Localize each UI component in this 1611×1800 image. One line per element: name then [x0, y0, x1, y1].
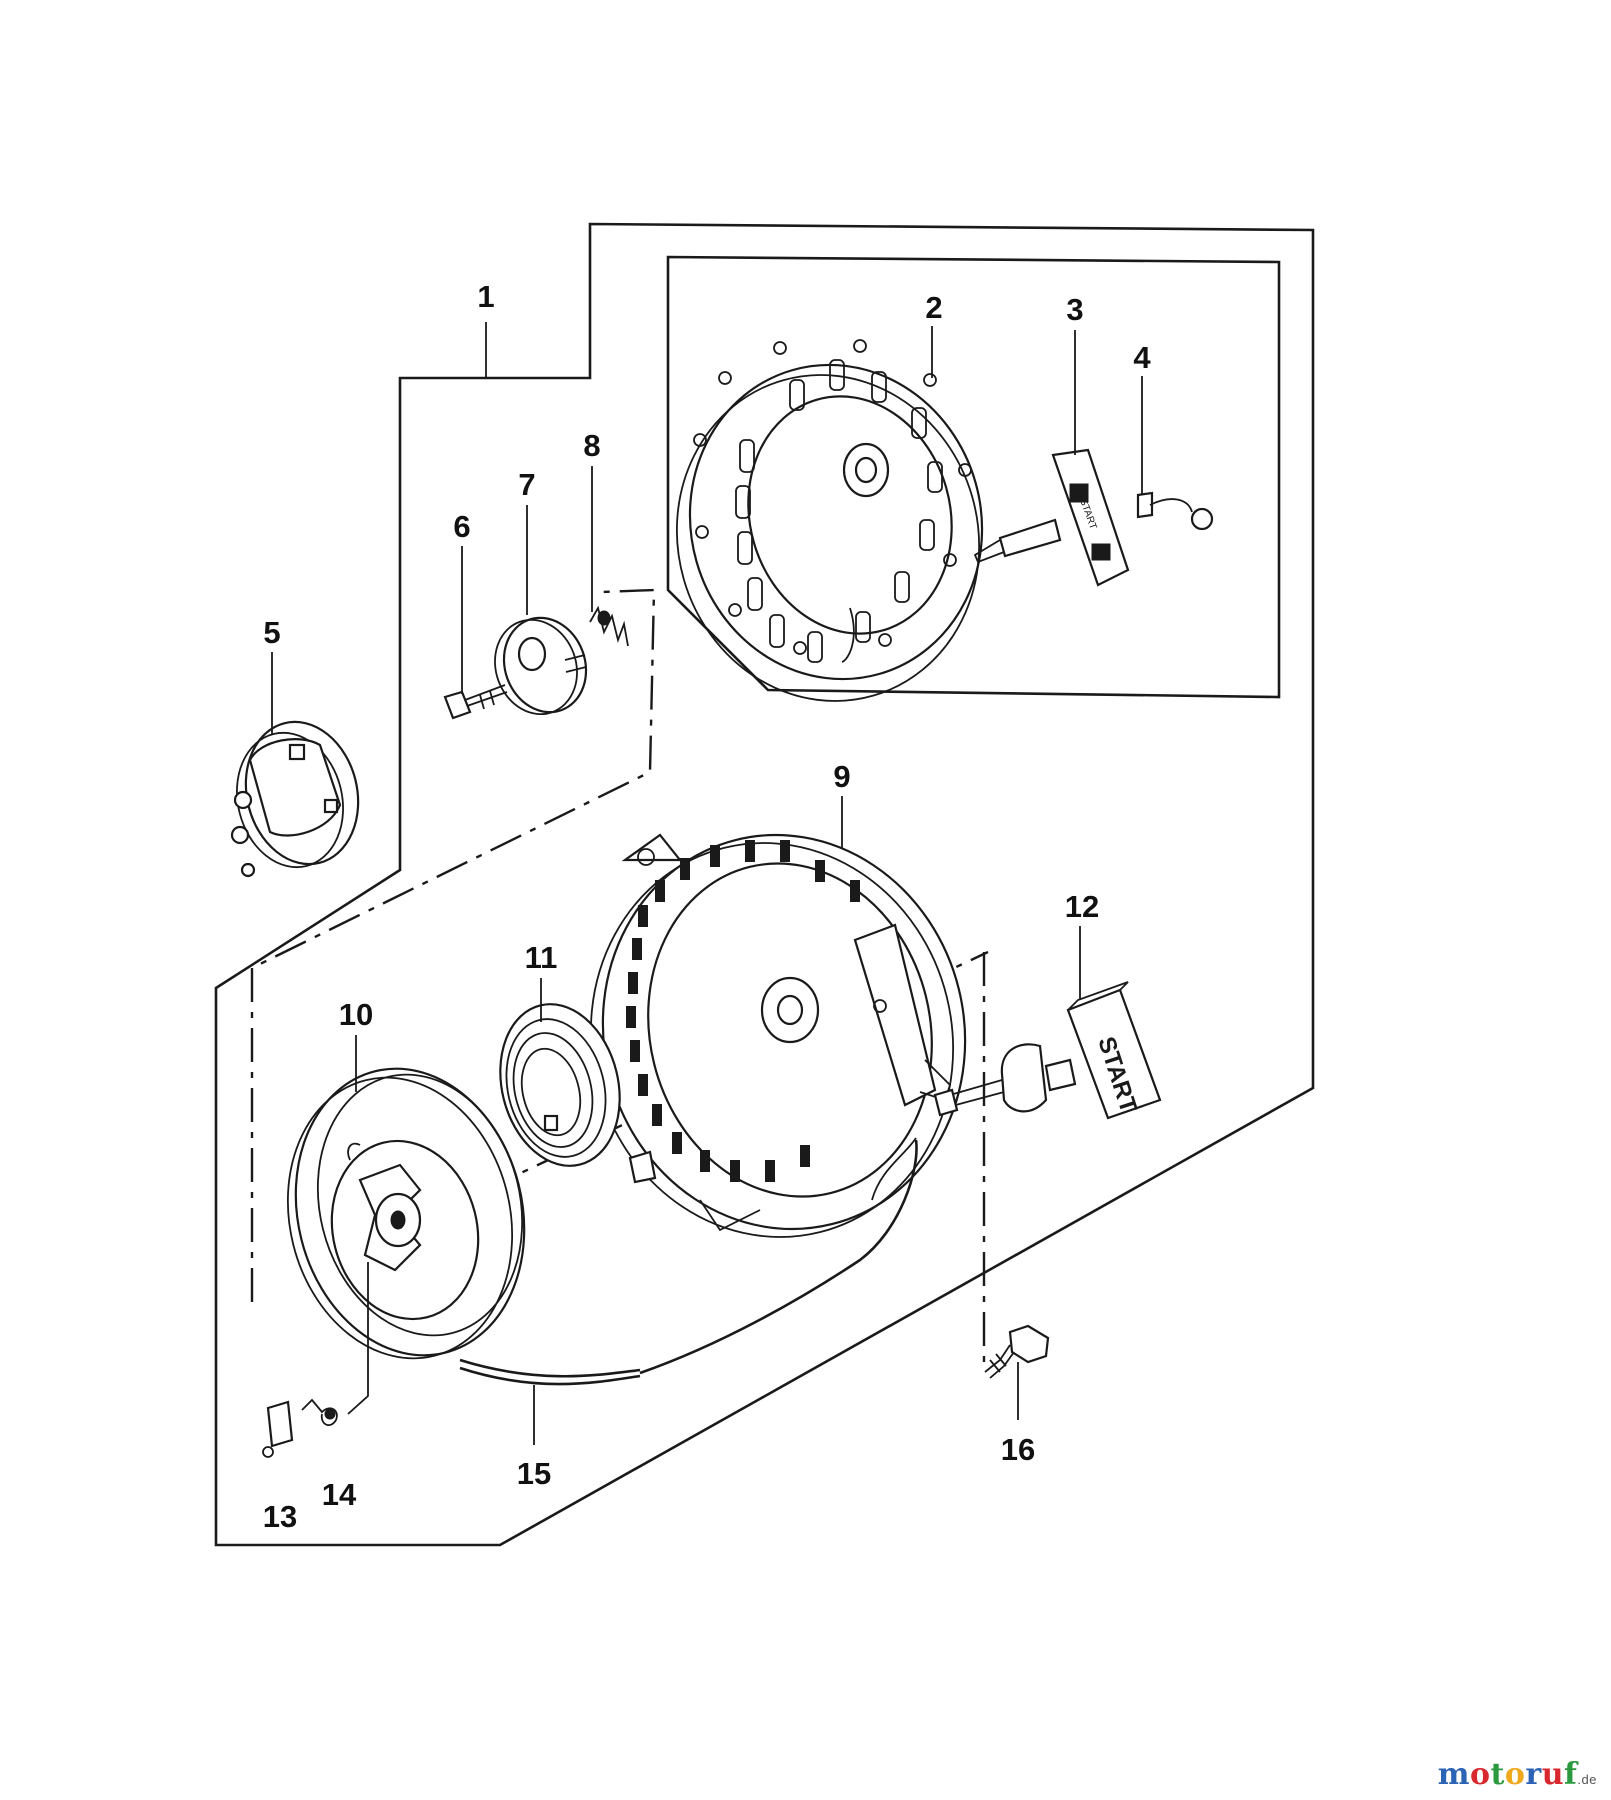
watermark-letter: r — [1525, 1757, 1542, 1792]
watermark-text: motoruf — [1438, 1757, 1578, 1792]
label-9: 9 — [833, 759, 850, 794]
assembly-outline — [214, 222, 1315, 1547]
starter-rope — [459, 1139, 918, 1386]
label-1: 1 — [477, 279, 494, 314]
watermark-letter: t — [1490, 1757, 1505, 1792]
label-3: 3 — [1066, 292, 1083, 327]
starter-handle-upper: START — [973, 448, 1130, 587]
leader-lines — [271, 322, 1143, 1445]
label-13: 13 — [263, 1499, 297, 1534]
watermark-letter: o — [1470, 1757, 1491, 1792]
label-2: 2 — [925, 290, 942, 325]
label-16: 16 — [1001, 1432, 1035, 1467]
recoil-spring — [499, 1003, 657, 1184]
collar-7 — [494, 616, 588, 716]
flange-bolt-16 — [984, 1324, 1050, 1379]
label-12: 12 — [1065, 889, 1099, 924]
watermark-letter: u — [1541, 1757, 1565, 1792]
watermark-letter: o — [1504, 1757, 1526, 1792]
starter-handle-lower: START — [933, 981, 1162, 1120]
rope-clip — [1136, 491, 1214, 531]
label-5: 5 — [263, 615, 280, 650]
pawl-13 — [262, 1400, 294, 1458]
watermark-letter: m — [1437, 1757, 1470, 1792]
part-labels: 1 2 3 4 5 6 7 8 9 10 11 12 13 14 15 16 — [263, 279, 1152, 1534]
starter-housing-upper — [675, 339, 984, 702]
spring-clip-14 — [301, 1398, 338, 1427]
label-4: 4 — [1133, 340, 1151, 375]
bolt-6 — [443, 684, 508, 720]
watermark-logo: motoruf.de — [1438, 1757, 1597, 1792]
subassembly-outline — [666, 255, 1281, 699]
starter-cup — [230, 720, 360, 878]
label-8: 8 — [583, 428, 600, 463]
axis-line-upper — [250, 588, 656, 1302]
label-10: 10 — [339, 997, 373, 1032]
starter-housing-lower — [589, 833, 967, 1238]
label-6: 6 — [453, 509, 470, 544]
label-14: 14 — [322, 1477, 357, 1512]
label-11: 11 — [525, 940, 558, 975]
watermark-letter: f — [1564, 1757, 1578, 1792]
label-15: 15 — [517, 1456, 551, 1491]
spring-8 — [589, 605, 629, 647]
watermark-tld: .de — [1577, 1772, 1597, 1787]
label-7: 7 — [518, 467, 535, 502]
